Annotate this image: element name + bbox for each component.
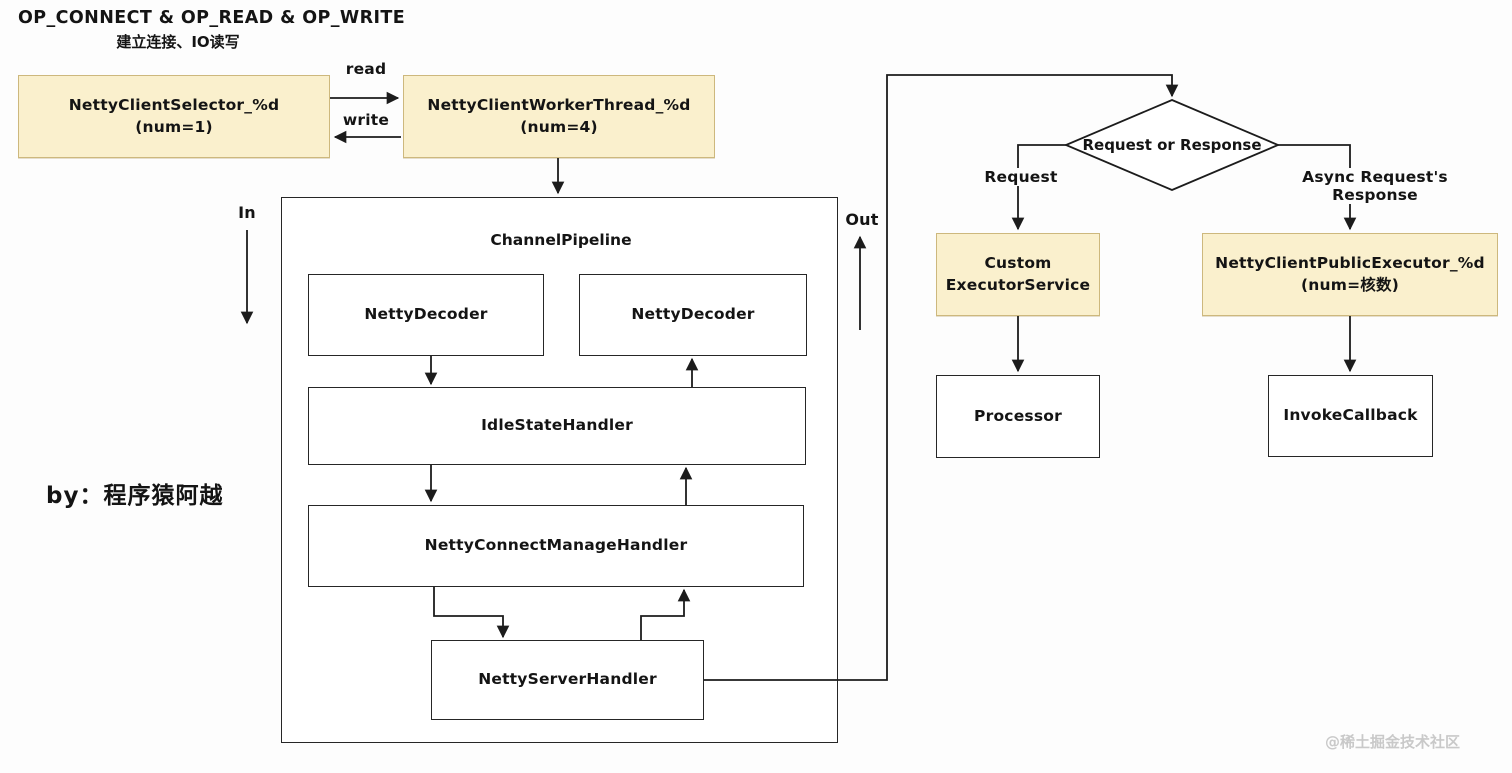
diagram-subtitle: 建立连接、IO读写 — [116, 33, 240, 51]
edge-label-request: Request — [977, 168, 1065, 186]
node-netty-server-handler: NettyServerHandler — [431, 640, 704, 720]
edge-label-read: read — [345, 60, 387, 78]
node-label: NettyClientPublicExecutor_%d — [1215, 253, 1485, 272]
node-sublabel: (num=1) — [135, 117, 213, 136]
node-netty-decoder-outbound: NettyDecoder — [579, 274, 807, 356]
node-label: ExecutorService — [945, 275, 1091, 294]
node-invoke-callback: InvokeCallback — [1268, 375, 1433, 457]
edge-label-in: In — [238, 203, 256, 222]
node-netty-decoder-inbound: NettyDecoder — [308, 274, 544, 356]
edge-label-async-line2: Response — [1332, 186, 1418, 204]
edge-label-write: write — [342, 111, 390, 129]
node-label: NettyDecoder — [364, 305, 488, 324]
node-processor: Processor — [936, 375, 1100, 458]
diagram-title: OP_CONNECT & OP_READ & OP_WRITE — [18, 8, 406, 28]
node-label: NettyClientSelector_%d — [68, 95, 280, 114]
node-label: NettyClientWorkerThread_%d — [427, 95, 691, 114]
node-label: NettyDecoder — [631, 305, 755, 324]
node-label: NettyServerHandler — [478, 670, 657, 689]
edge-label-out: Out — [845, 210, 879, 229]
edge-request-branch — [1011, 144, 1066, 231]
author-byline: by：程序猿阿越 — [46, 483, 224, 509]
node-label: Custom — [984, 253, 1052, 272]
node-netty-client-public-executor: NettyClientPublicExecutor_%d (num=核数) — [1202, 233, 1498, 316]
node-idle-state-handler: IdleStateHandler — [308, 387, 806, 465]
node-label: IdleStateHandler — [481, 416, 633, 435]
edge-label-async-line1: Async Request's — [1302, 168, 1448, 186]
watermark: @稀土掘金技术社区 — [1325, 733, 1461, 751]
decision-label: Request or Response — [1082, 136, 1262, 154]
node-sublabel: (num=核数) — [1301, 275, 1399, 294]
node-label: Processor — [974, 406, 1062, 425]
node-label: NettyConnectManageHandler — [424, 536, 688, 555]
node-custom-executor-service: Custom ExecutorService — [936, 233, 1100, 316]
node-netty-client-worker-thread: NettyClientWorkerThread_%d (num=4) — [403, 75, 715, 158]
node-label: InvokeCallback — [1283, 406, 1418, 425]
node-netty-client-selector: NettyClientSelector_%d (num=1) — [18, 75, 330, 158]
node-sublabel: (num=4) — [520, 117, 598, 136]
node-netty-connect-manage-handler: NettyConnectManageHandler — [308, 505, 804, 587]
edge-label-async-response: Async Request's Response — [1282, 168, 1468, 204]
channel-pipeline-title: ChannelPipeline — [490, 231, 632, 249]
